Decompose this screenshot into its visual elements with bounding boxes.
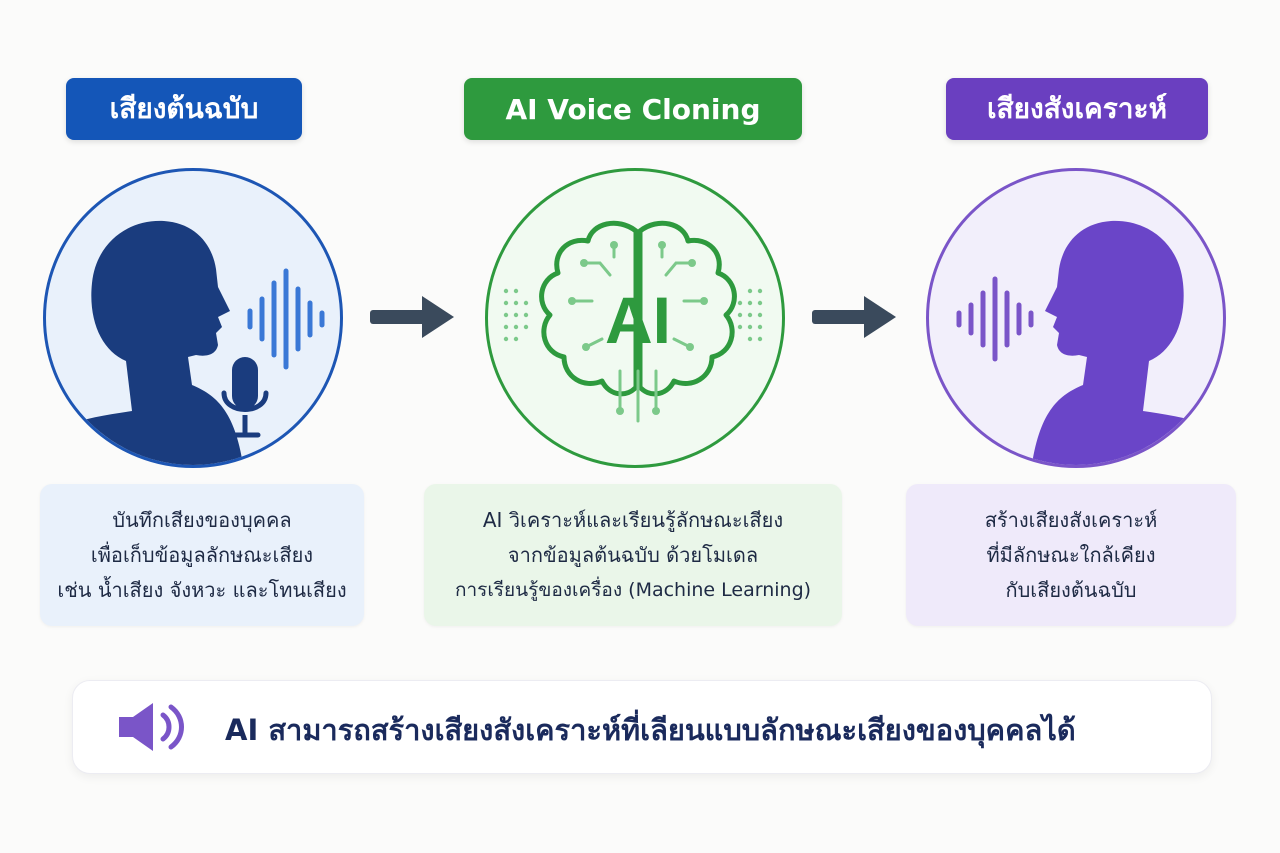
synthetic-person-icon xyxy=(956,220,1223,465)
description-line: กับเสียงต้นฉบับ xyxy=(1005,577,1137,602)
description-line: ที่มีลักษณะใกล้เคียง xyxy=(986,542,1156,567)
description-line: เพื่อเก็บข้อมูลลักษณะเสียง xyxy=(90,542,314,567)
speaker-icon xyxy=(119,703,184,751)
stage-3-title: เสียงสังเคราะห์ xyxy=(946,78,1208,140)
stage-2-title: AI Voice Cloning xyxy=(464,78,802,140)
person-speaking-icon xyxy=(46,220,325,465)
description-line: จากข้อมูลต้นฉบับ ด้วยโมเดล xyxy=(507,542,759,567)
description-line: การเรียนรู้ของเครื่อง (Machine Learning) xyxy=(454,578,812,601)
ai-circle: AI xyxy=(485,168,785,468)
description-line: บันทึกเสียงของบุคคล xyxy=(112,507,292,532)
original-voice-circle xyxy=(43,168,343,468)
stage-3-description: สร้างเสียงสังเคราะห์ ที่มีลักษณะใกล้เคีย… xyxy=(906,484,1236,626)
stage-2-description: AI วิเคราะห์และเรียนรู้ลักษณะเสียง จากข้… xyxy=(424,484,842,626)
ai-brain-circuit-icon: AI xyxy=(503,220,763,423)
stage-1-title: เสียงต้นฉบับ xyxy=(66,78,302,140)
arrow-right-icon xyxy=(370,296,454,338)
synthetic-voice-circle xyxy=(926,168,1226,468)
footer-banner: AI สามารถสร้างเสียงสังเคราะห์ที่เลียนแบบ… xyxy=(72,680,1212,774)
description-line: AI วิเคราะห์และเรียนรู้ลักษณะเสียง xyxy=(482,507,784,532)
description-line: สร้างเสียงสังเคราะห์ xyxy=(984,507,1158,532)
description-line: เช่น น้ำเสียง จังหวะ และโทนเสียง xyxy=(57,577,347,602)
arrow-right-icon xyxy=(812,296,896,338)
stage-1-description: บันทึกเสียงของบุคคล เพื่อเก็บข้อมูลลักษณ… xyxy=(40,484,364,626)
footer-text: AI สามารถสร้างเสียงสังเคราะห์ที่เลียนแบบ… xyxy=(225,713,1076,747)
microphone-icon xyxy=(221,357,269,438)
ai-label: AI xyxy=(605,283,671,357)
